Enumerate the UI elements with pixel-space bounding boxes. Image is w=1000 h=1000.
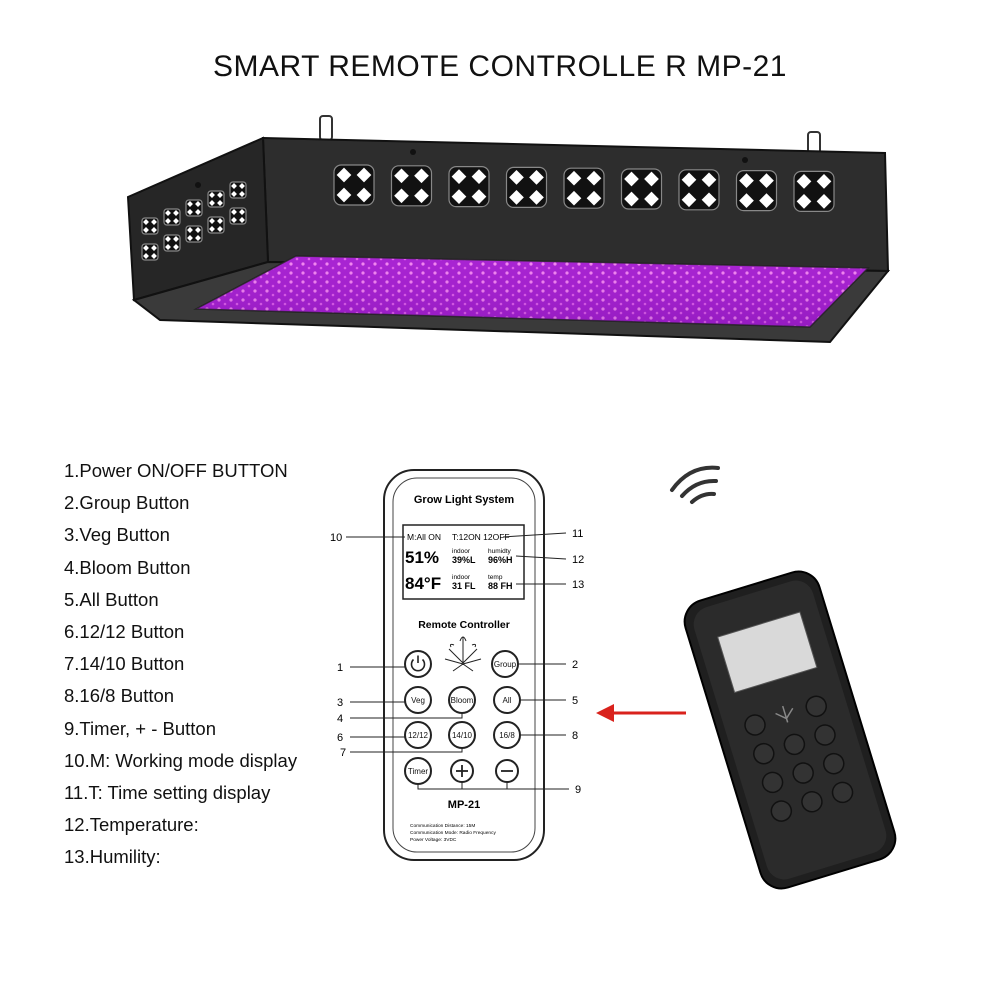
time-display: T:12ON 12OFF [452,532,510,542]
callout-4: 4 [337,713,343,725]
model-label: MP-21 [448,799,480,811]
vent-row-front [333,164,835,212]
vent-icon [185,225,203,243]
remote-subheader: Remote Controller [418,619,510,631]
svg-text:14/10: 14/10 [452,731,473,740]
spec-line: Communication Distance: 15M [410,823,475,829]
callout-9: 9 [575,784,581,796]
grow-light-fixture [126,115,891,344]
remote-header: Grow Light System [414,494,514,506]
legend-item: 10.M: Working mode display [64,749,298,771]
svg-text:Bloom: Bloom [451,696,474,705]
legend-item: 7.14/10 Button [64,653,185,675]
timer-button[interactable]: Timer [404,757,432,785]
svg-text:12/12: 12/12 [408,731,429,740]
minus-button[interactable] [495,759,519,783]
humidity-label: humidty [488,548,512,555]
16-8-button[interactable]: 16/8 [493,721,521,749]
all-button[interactable]: All [493,686,521,714]
indoor-label: indoor [452,574,471,581]
svg-text:Veg: Veg [411,696,425,705]
plus-icon [456,765,468,777]
callout-1: 1 [337,662,343,674]
legend-item: 2.Group Button [64,492,190,514]
svg-text:16/8: 16/8 [499,731,515,740]
plus-button[interactable] [450,759,474,783]
vent-icon [229,207,247,225]
callout-11: 11 [572,528,583,540]
14-10-button[interactable]: 14/10 [448,721,476,749]
page-title: SMART REMOTE CONTROLLE R MP-21 [213,50,787,83]
legend-item: 9.Timer, + - Button [64,717,217,739]
legend-item: 8.16/8 Button [64,685,175,707]
callout-10: 10 [330,532,342,544]
remote-photo [683,570,897,890]
spec-line: Communication Mode: Radio Frequency [410,830,496,836]
legend-item: 3.Veg Button [64,524,170,546]
vent-icon [448,166,490,208]
vent-icon [793,170,835,212]
vent-row-side [141,181,247,261]
bloom-button[interactable]: Bloom [448,686,476,714]
callout-13: 13 [572,579,584,591]
temp-big-readout: 84°F [405,574,441,593]
legend-item: 13.Humility: [64,846,161,868]
vent-icon [678,169,720,211]
callout-2: 2 [572,659,578,671]
callout-lines [346,532,569,790]
svg-text:Timer: Timer [408,767,428,776]
group-button[interactable]: Group [491,650,519,678]
vent-icon [207,190,225,208]
callout-8: 8 [572,730,578,742]
12-12-button[interactable]: 12/12 [404,721,432,749]
svg-text:Group: Group [494,660,517,669]
legend-item: 11.T: Time setting display [64,781,271,803]
indoor-label: indoor [452,548,471,555]
red-arrow-icon [596,704,686,722]
humidity-value: 96%H [488,555,513,565]
vent-icon [735,170,778,212]
svg-text:All: All [503,696,512,705]
indoor-humidity-value: 39%L [452,555,476,565]
vent-icon [620,168,663,210]
wireless-signal-icon [670,465,720,504]
legend-item: 6.12/12 Button [64,620,185,642]
vent-icon [390,165,433,207]
legend-item: 1.Power ON/OFF BUTTON [64,460,288,481]
legend-item: 12.Temperature: [64,814,199,836]
vent-icon [141,243,159,261]
legend-item: 4.Bloom Button [64,556,191,578]
vent-icon [505,166,548,208]
temp-label: temp [488,574,503,581]
indoor-temp-value: 31 FL [452,581,476,591]
vent-icon [185,199,203,217]
mode-display: M:All ON [407,532,441,542]
legend-item: 5.All Button [64,588,159,610]
callout-6: 6 [337,732,343,744]
vent-icon [163,208,181,226]
power-icon [410,655,426,672]
humidity-big-readout: 51% [405,548,439,567]
veg-button[interactable]: Veg [404,686,432,714]
callout-5: 5 [572,695,578,707]
temp-value: 88 FH [488,581,513,591]
vent-icon [207,216,225,234]
button-legend-list: 1.Power ON/OFF BUTTON 2.Group Button 3.V… [64,460,297,878]
vent-icon [141,217,159,235]
vent-icon [563,167,605,209]
vent-icon [163,234,181,252]
callout-12: 12 [572,554,584,566]
cannabis-leaf-icon [444,636,482,672]
vent-icon [229,181,247,199]
callout-7: 7 [340,747,346,759]
callout-3: 3 [337,697,343,709]
spec-line: Power Voltage: 3VDC [410,837,457,843]
callout-numbers: 10 11 12 13 1 2 3 4 5 6 7 8 9 [330,528,584,796]
power-button[interactable] [404,650,432,678]
vent-icon [333,164,375,206]
